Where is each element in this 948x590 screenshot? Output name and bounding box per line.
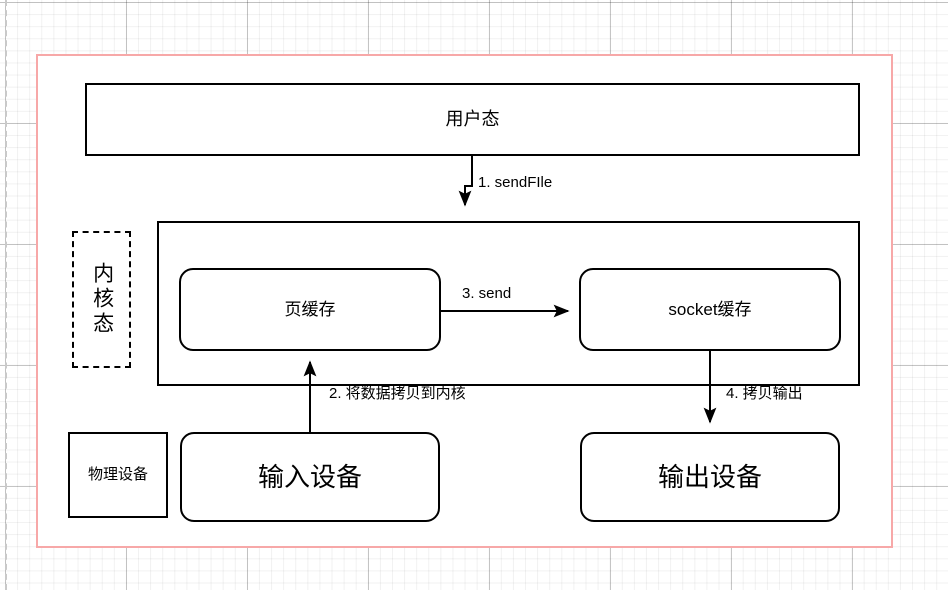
node-output-device-label: 输出设备 xyxy=(657,461,762,492)
edge-label-send: 3. send xyxy=(462,285,512,302)
node-kernel-mode-label: 内核态 xyxy=(90,262,114,337)
node-output-device[interactable]: 输出设备 xyxy=(580,432,840,522)
node-user-mode-label: 用户态 xyxy=(445,109,500,130)
node-kernel-container[interactable] xyxy=(157,221,860,386)
node-page-cache[interactable]: 页缓存 xyxy=(179,268,441,351)
edge-label-copy-out: 4. 拷贝输出 xyxy=(726,385,803,402)
node-socket-cache[interactable]: socket缓存 xyxy=(579,268,841,351)
node-user-mode[interactable]: 用户态 xyxy=(85,83,860,156)
node-page-cache-label: 页缓存 xyxy=(284,299,336,319)
node-input-device[interactable]: 输入设备 xyxy=(180,432,440,522)
node-input-device-label: 输入设备 xyxy=(257,461,362,492)
node-kernel-mode[interactable]: 内核态 xyxy=(72,231,131,368)
node-physical-device-label: 物理设备 xyxy=(87,465,148,483)
edge-label-copy-to-kernel: 2. 将数据拷贝到内核 xyxy=(329,385,466,402)
edge-label-sendfile: 1. sendFIle xyxy=(478,174,553,191)
node-socket-cache-label: socket缓存 xyxy=(668,299,752,319)
page-margin-guide xyxy=(5,0,7,590)
node-physical-device[interactable]: 物理设备 xyxy=(68,432,168,518)
